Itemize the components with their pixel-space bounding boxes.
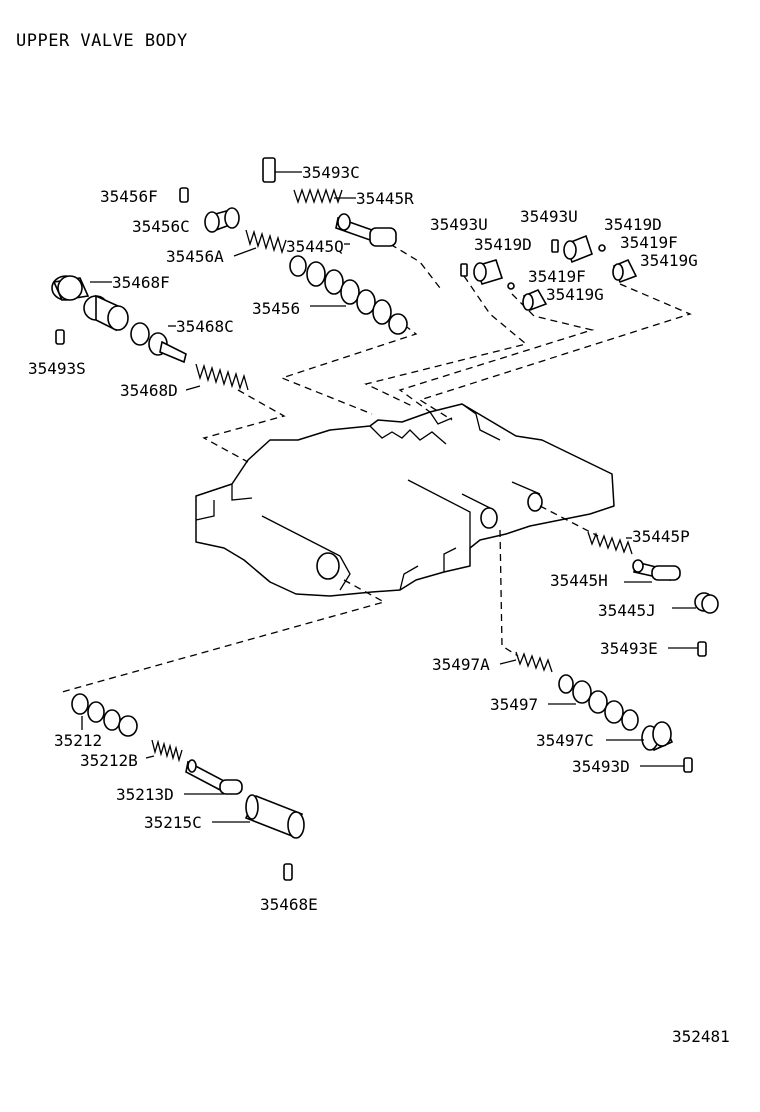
part-35419g-b: 35419G (612, 251, 698, 284)
part-number-label: 35493S (28, 359, 86, 378)
part-35493c: 35493C (262, 157, 360, 183)
part-number-label: 35493D (572, 757, 630, 776)
part-35212b-spring: 35212B (80, 739, 183, 770)
part-35419g-a: 35419G (522, 285, 604, 312)
part-number-label: 35445Q (286, 237, 344, 256)
assembly-lines (61, 237, 692, 693)
part-35445h-valve: 35445H (550, 559, 681, 590)
part-number-label: 35445P (632, 527, 690, 546)
part-number-label: 35419G (640, 251, 698, 270)
part-number-label: 35445R (356, 189, 414, 208)
part-number-label: 35212 (54, 731, 102, 750)
part-number-label: 35419F (620, 233, 678, 252)
part-35215c-sleeve: 35215C (144, 794, 305, 839)
part-35445q-valve: 35445Q (286, 213, 397, 256)
part-35419f-b: 35419F (598, 233, 678, 252)
part-35468d-spring: 35468D (120, 363, 249, 400)
part-number-label: 35419G (546, 285, 604, 304)
part-number-label: 35213D (116, 785, 174, 804)
part-number-label: 35445J (598, 601, 656, 620)
part-number-label: 35497A (432, 655, 490, 674)
part-number-label: 35456F (100, 187, 158, 206)
part-35419f-a: 35419F (507, 267, 586, 290)
part-number-label: 35468E (260, 895, 318, 914)
part-number-label: 35493C (302, 163, 360, 182)
part-number-label: 35212B (80, 751, 138, 770)
part-35445p-spring: 35445P (587, 527, 690, 555)
part-35445j: 35445J (598, 592, 719, 620)
part-number-label: 35493U (430, 215, 488, 234)
part-35419d-a: 35419D (473, 235, 532, 285)
part-35493d: 35493D (572, 757, 693, 776)
part-number-label: 35456C (132, 217, 190, 236)
part-35493e: 35493E (600, 639, 707, 658)
upper-valve-body (195, 403, 615, 597)
part-number-label: 35456 (252, 299, 300, 318)
page-title: UPPER VALVE BODY (16, 31, 188, 51)
part-35497c: 35497C (536, 721, 674, 752)
part-number-label: 35493E (600, 639, 658, 658)
part-35497-valve: 35497 (490, 674, 639, 731)
part-35468c-valve: 35468C (83, 294, 234, 364)
part-number-label: 35497 (490, 695, 538, 714)
part-number-label: 35215C (144, 813, 202, 832)
part-35456a-spring: 35456A (166, 229, 287, 266)
part-number-label: 35419F (528, 267, 586, 286)
part-35468e: 35468E (260, 863, 318, 914)
part-number-label: 35445H (550, 571, 608, 590)
part-35497a-spring: 35497A (432, 651, 553, 674)
part-number-label: 35497C (536, 731, 594, 750)
part-35468f: 35468F (51, 273, 170, 301)
part-35419d-b: 35419D (563, 215, 662, 264)
part-35456f: 35456F (100, 187, 189, 206)
part-35212-valve: 35212 (54, 693, 138, 750)
part-number-label: 35468D (120, 381, 178, 400)
part-35456-valve: 35456 (252, 255, 408, 335)
diagram-id: 352481 (672, 1027, 730, 1046)
part-35493u-a: 35493U (430, 215, 488, 277)
part-number-label: 35419D (474, 235, 532, 254)
part-35456c: 35456C (132, 207, 240, 236)
part-number-label: 35468C (176, 317, 234, 336)
part-number-label: 35468F (112, 273, 170, 292)
part-number-label: 35419D (604, 215, 662, 234)
part-number-label: 35456A (166, 247, 224, 266)
part-35493u-b: 35493U (520, 207, 578, 253)
part-number-label: 35493U (520, 207, 578, 226)
part-35213d-valve: 35213D (116, 759, 243, 804)
part-35493s: 35493S (28, 329, 86, 378)
part-35445r-spring: 35445R (293, 187, 414, 208)
